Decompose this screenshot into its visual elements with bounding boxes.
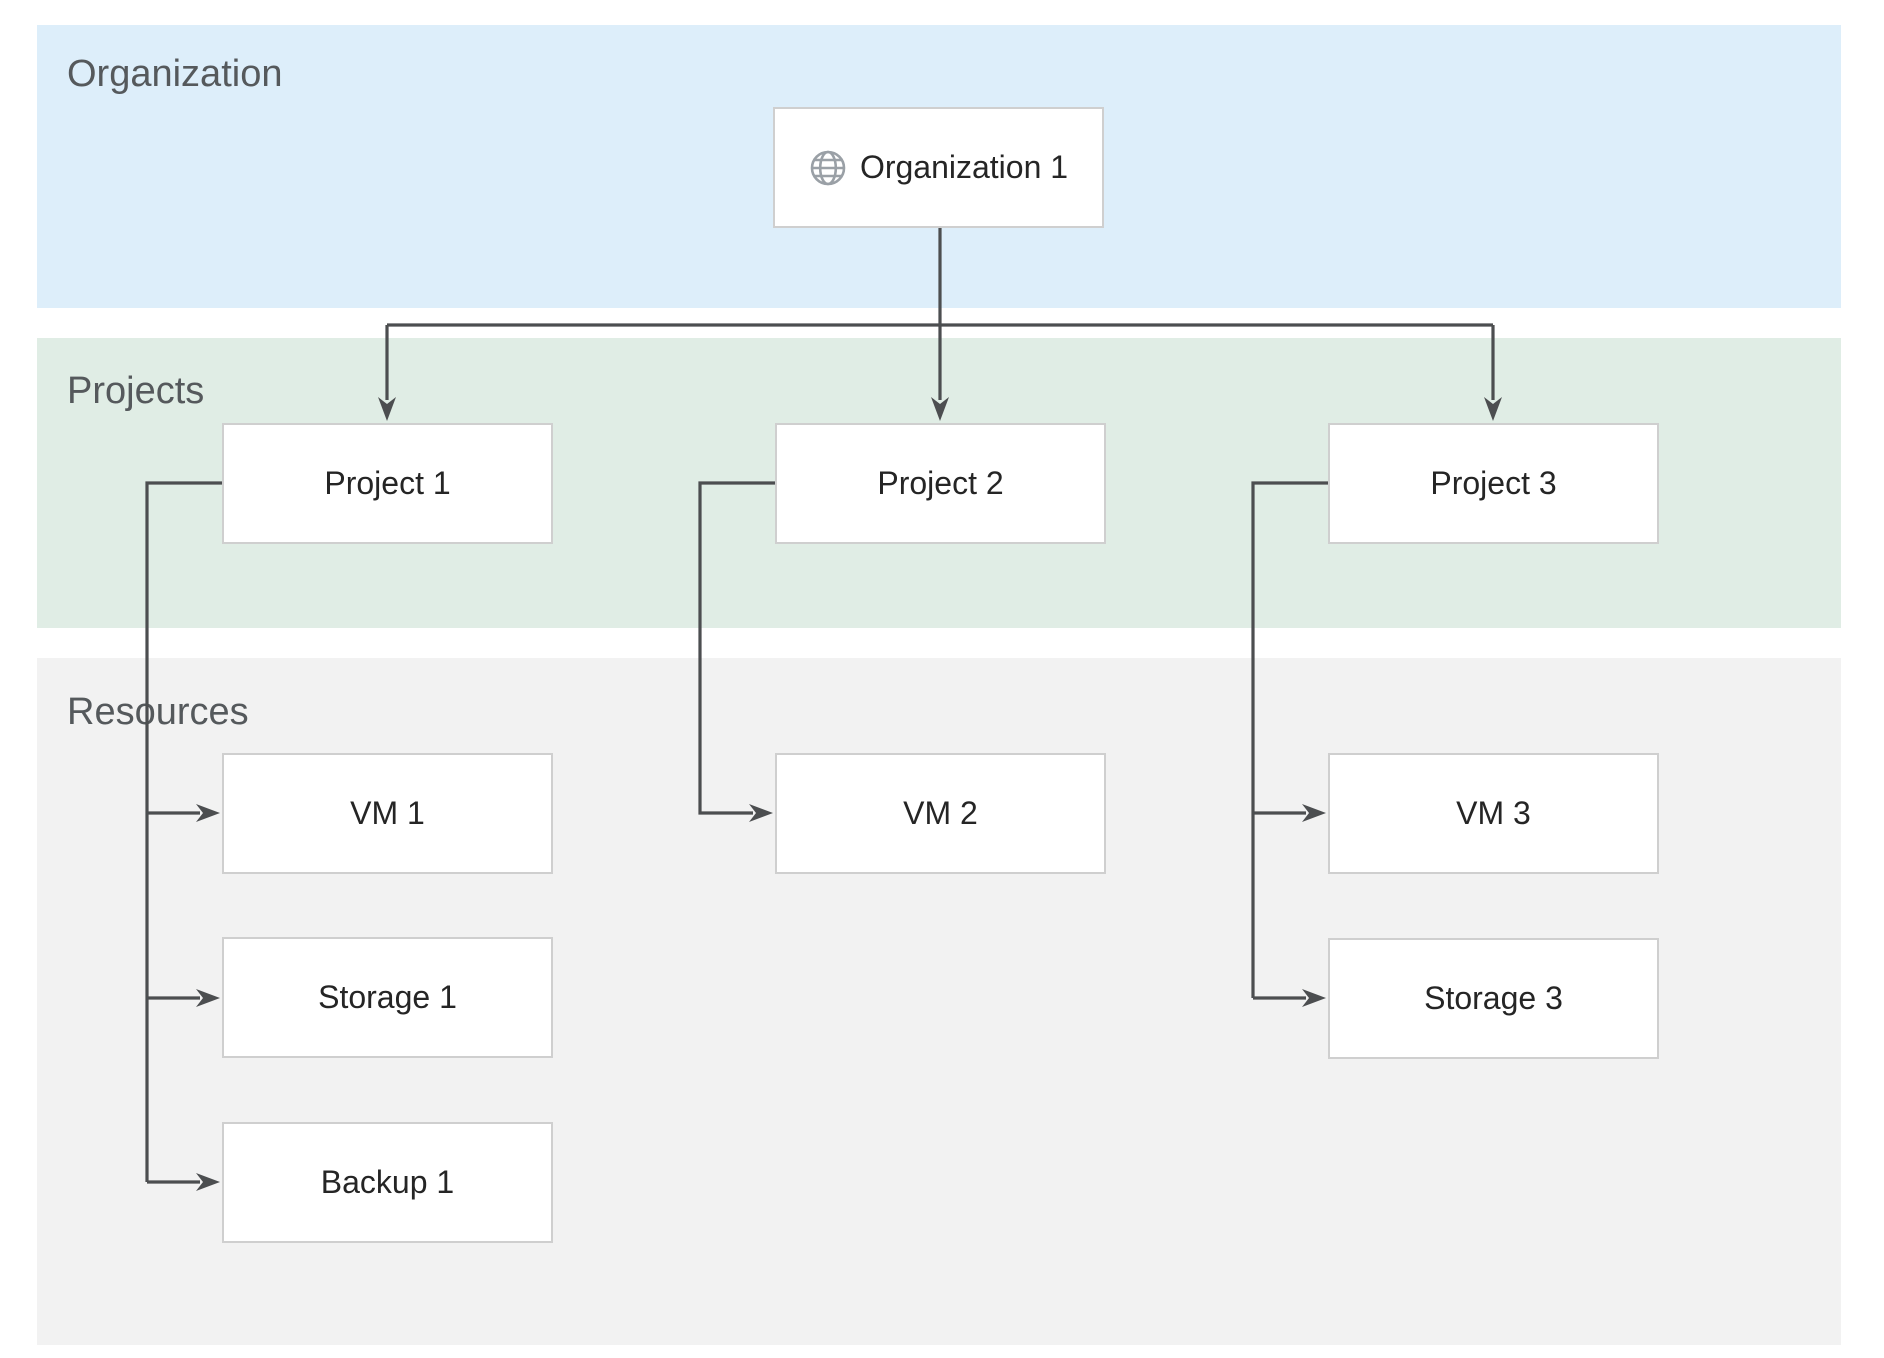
- node-vm-2-label: VM 2: [903, 795, 978, 831]
- node-organization-1-label: Organization 1: [859, 149, 1069, 185]
- node-project-3: Project 3: [1328, 423, 1659, 544]
- globe-icon: [809, 149, 847, 187]
- node-project-1: Project 1: [222, 423, 553, 544]
- band-resources-label: Resources: [67, 691, 249, 733]
- node-vm-3: VM 3: [1328, 753, 1659, 874]
- node-vm-1-label: VM 1: [350, 795, 425, 831]
- node-storage-1-label: Storage 1: [318, 979, 457, 1015]
- node-vm-3-label: VM 3: [1456, 795, 1531, 831]
- node-project-3-label: Project 3: [1430, 465, 1557, 501]
- node-project-1-label: Project 1: [324, 465, 451, 501]
- node-storage-1: Storage 1: [222, 937, 553, 1058]
- node-project-2-label: Project 2: [877, 465, 1004, 501]
- node-backup-1: Backup 1: [222, 1122, 553, 1243]
- node-vm-2: VM 2: [775, 753, 1106, 874]
- node-vm-1: VM 1: [222, 753, 553, 874]
- node-organization-1: Organization 1: [773, 107, 1104, 228]
- node-project-2: Project 2: [775, 423, 1106, 544]
- band-projects-label: Projects: [67, 370, 205, 412]
- node-storage-3: Storage 3: [1328, 938, 1659, 1059]
- node-storage-3-label: Storage 3: [1424, 980, 1563, 1016]
- band-organization-label: Organization: [67, 53, 283, 95]
- node-backup-1-label: Backup 1: [320, 1164, 455, 1200]
